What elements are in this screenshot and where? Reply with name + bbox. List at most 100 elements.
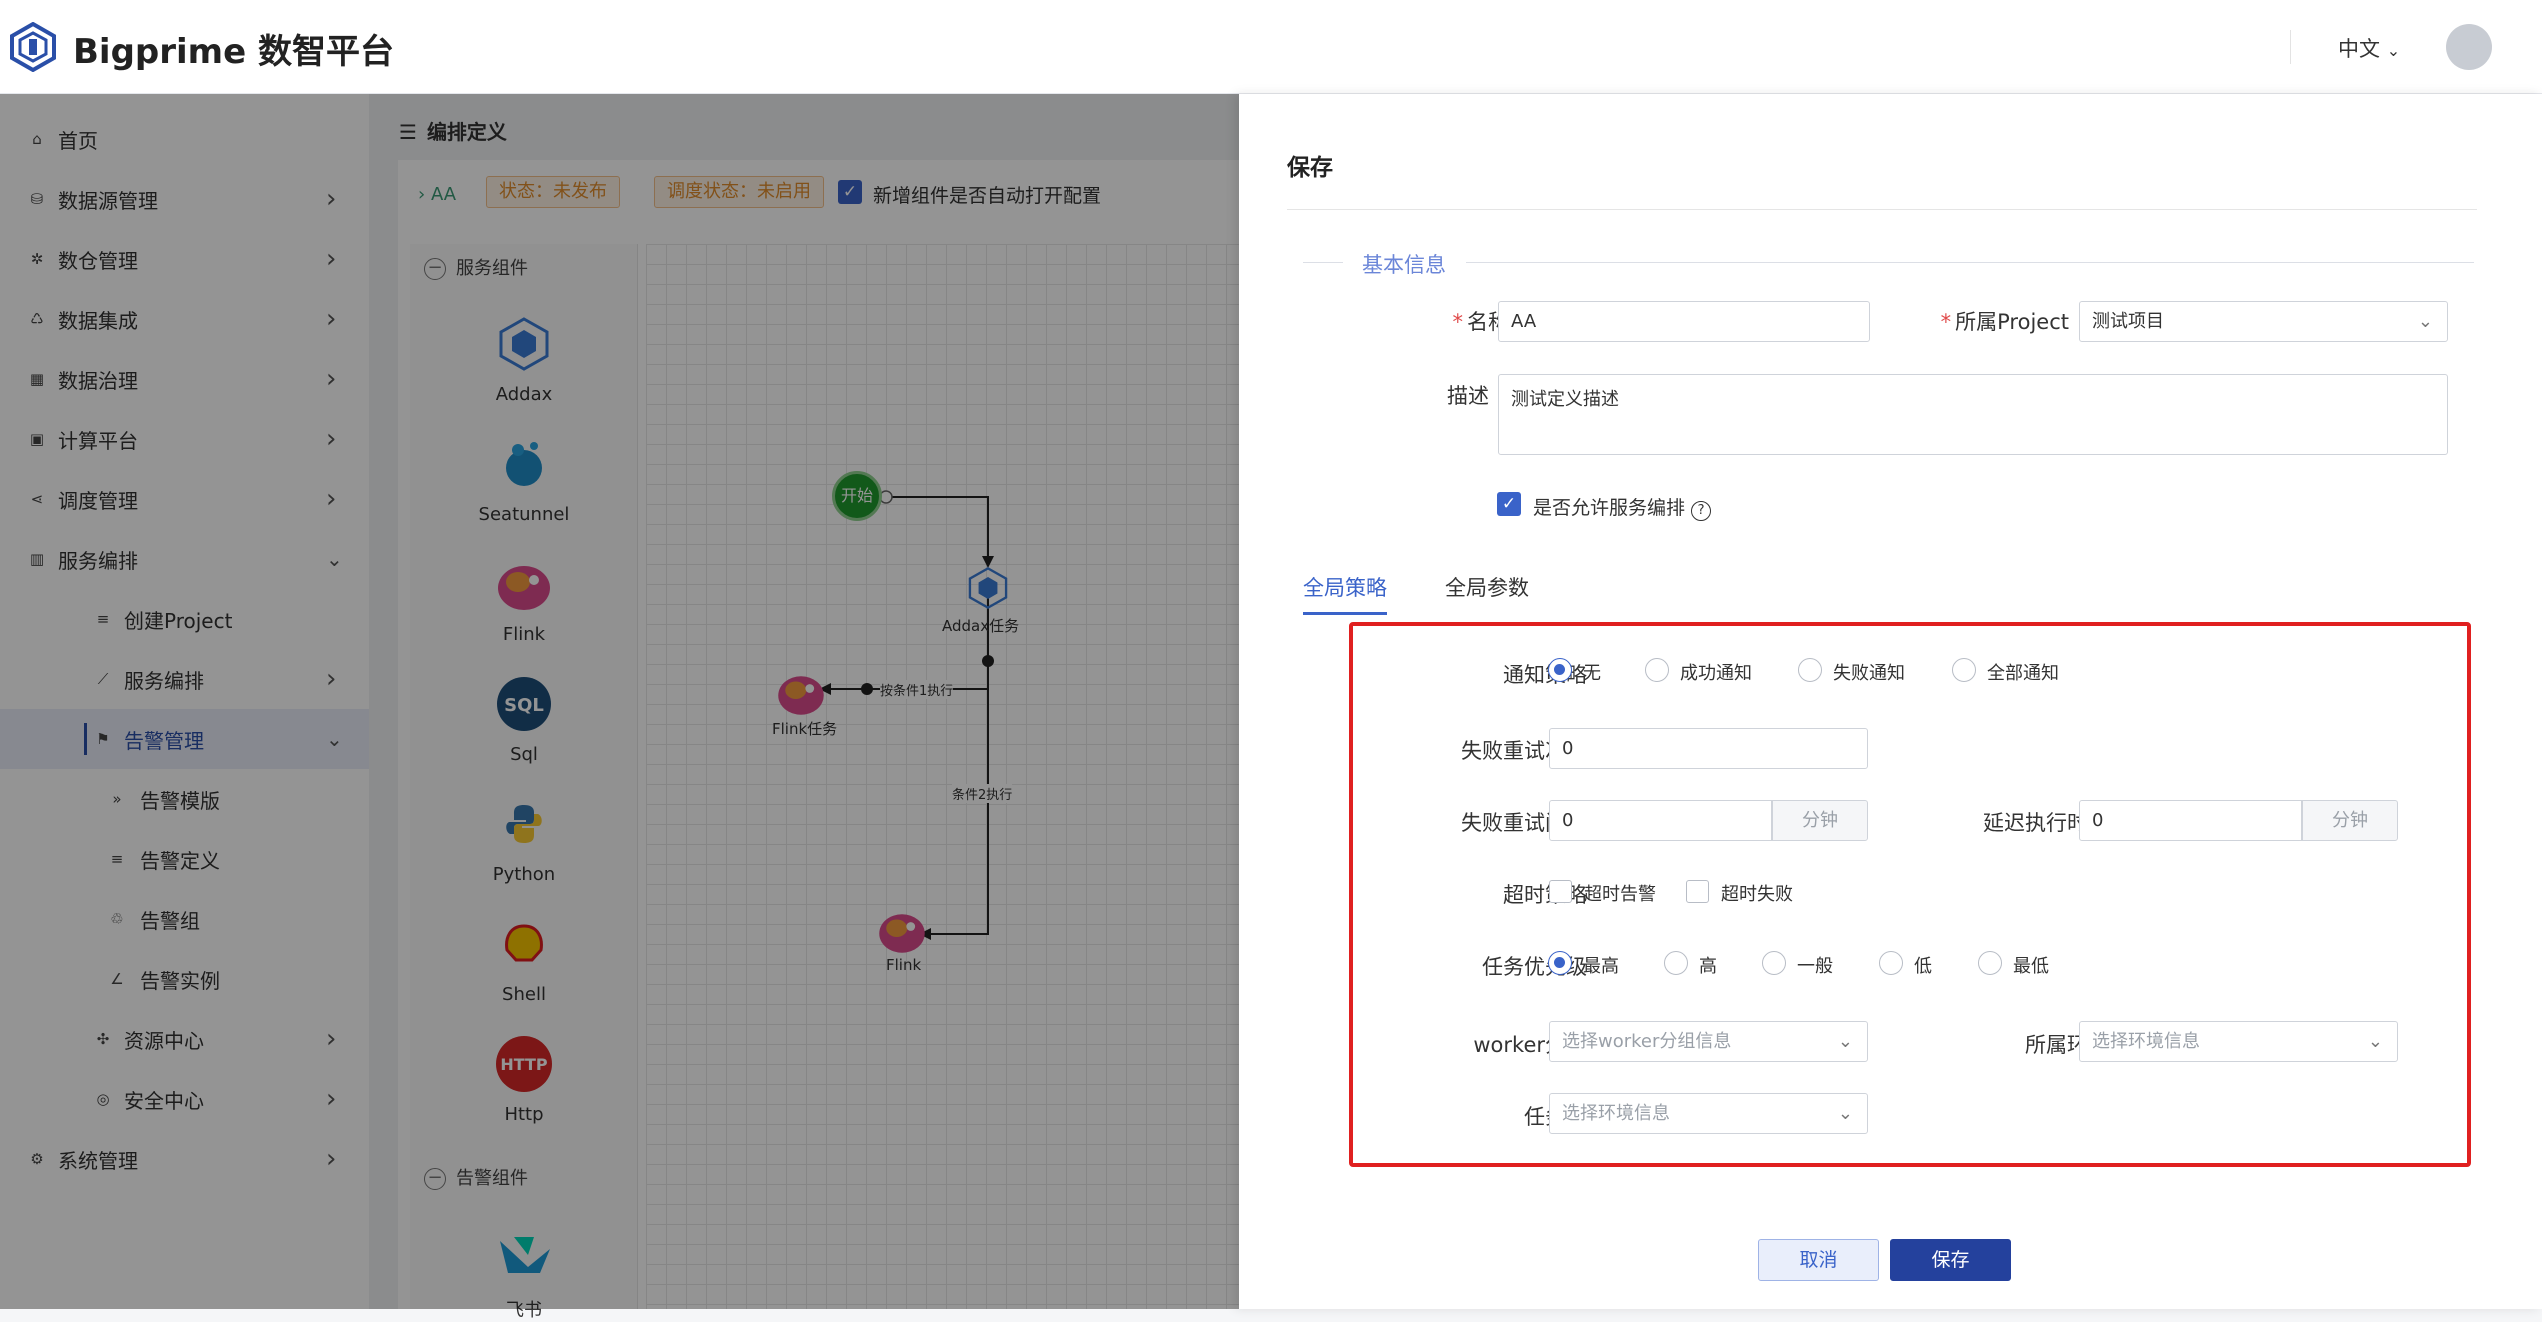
sidebar-item-label: 服务编排 [124,668,204,693]
sidebar-item-alert-instance[interactable]: ∠ 告警实例 [0,949,369,1009]
feishu-icon [492,1224,556,1288]
flink-node-icon[interactable] [874,902,930,958]
timeout-label: 超时策略 [1503,883,1587,907]
project-select[interactable]: 测试项目⌄ [2079,301,2448,342]
sidebar-item-system[interactable]: ⚙ 系统管理 › [0,1129,369,1189]
env-select[interactable]: 选择环境信息⌄ [2079,1021,2398,1062]
sidebar-item-compute[interactable]: ▣ 计算平台 › [0,409,369,469]
retry-interval-input[interactable]: 0 [1549,800,1772,841]
sidebar-item-alert-group[interactable]: ♲ 告警组 [0,889,369,949]
priority-radio-low[interactable] [1879,951,1903,975]
sidebar-item-schedule[interactable]: ⋖ 调度管理 › [0,469,369,529]
sidebar-item-label: 首页 [58,128,98,153]
component-python[interactable]: Python [454,792,594,885]
sidebar-item-alert-management[interactable]: ⚑ 告警管理 ⌄ [0,709,369,769]
name-input[interactable]: AA [1498,301,1870,342]
outline-icon: ☰ [399,120,417,144]
notify-option-label: 失败通知 [1833,663,1905,684]
start-node[interactable]: 开始 [832,471,882,521]
notify-label: 通知策略 [1503,663,1587,687]
sidebar-item-label: 创建Project [124,608,233,633]
tab-global-params[interactable]: 全局参数 [1445,576,1529,600]
chevron-right-icon: › [326,1084,337,1114]
notify-radio-none[interactable] [1548,658,1572,682]
compute-icon: ▣ [29,430,45,448]
component-shell[interactable]: Shell [454,912,594,1005]
component-addax[interactable]: Addax [454,312,594,405]
addax-node-icon[interactable] [966,566,1010,610]
tab-global-strategy[interactable]: 全局策略 [1303,576,1387,600]
sidebar-item-warehouse[interactable]: ✲ 数仓管理 › [0,229,369,289]
component-http[interactable]: HTTP Http [454,1032,594,1125]
alert-group-header[interactable]: −告警组件 [424,1164,528,1190]
notify-radio-success[interactable] [1645,658,1669,682]
language-label: 中文 [2338,37,2380,61]
addax-icon [492,312,556,376]
sidebar-item-datasource[interactable]: ⛁ 数据源管理 › [0,169,369,229]
sidebar-item-home[interactable]: ⌂ 首页 [0,109,369,169]
modal-overlay[interactable] [0,94,1239,1309]
cancel-button[interactable]: 取消 [1758,1239,1879,1281]
timeout-fail-checkbox[interactable] [1686,880,1709,903]
component-label: Seatunnel [478,504,570,525]
sidebar-item-alert-definition[interactable]: ≡ 告警定义 [0,829,369,889]
timeout-alert-checkbox[interactable] [1549,880,1572,903]
chevron-right-icon: › [326,304,337,334]
priority-radio-lowest[interactable] [1978,951,2002,975]
sidebar-item-orchestration[interactable]: ▥ 服务编排 ⌄ [0,529,369,589]
notify-option-label: 成功通知 [1680,663,1752,684]
taskgroup-select[interactable]: 选择环境信息⌄ [1549,1093,1868,1134]
notify-radio-failure[interactable] [1798,658,1822,682]
service-group-header[interactable]: −服务组件 [424,254,528,280]
sidebar-item-security-center[interactable]: ◎ 安全中心 › [0,1069,369,1129]
language-switch[interactable]: 中文 ⌄ [2338,33,2400,63]
pen-icon: ∠ [110,970,124,988]
sidebar-item-resource-center[interactable]: ✣ 资源中心 › [0,1009,369,1069]
double-chevron-icon: » [112,790,122,808]
app-title: Bigprime 数智平台 [73,32,394,72]
sidebar-item-create-project[interactable]: ≡ 创建Project [0,589,369,649]
priority-option-label: 最低 [2013,956,2049,977]
chevron-down-icon: ⌄ [1837,1031,1853,1052]
chevron-right-icon: › [326,1024,337,1054]
component-label: Http [504,1104,544,1125]
priority-radio-high[interactable] [1664,951,1688,975]
component-label: Addax [495,384,553,405]
drawer-divider [1287,209,2477,210]
notify-radio-all[interactable] [1952,658,1976,682]
desc-textarea[interactable]: 测试定义描述 [1498,374,2448,455]
flink-task-node-icon[interactable] [773,664,829,720]
chevron-right-icon: › [326,1144,337,1174]
bar-chart-icon: ▥ [29,550,45,568]
chevron-down-icon: ⌄ [326,727,343,751]
sidebar-item-governance[interactable]: ▦ 数据治理 › [0,349,369,409]
chevron-right-icon: › [326,424,337,454]
priority-option-label: 低 [1914,956,1932,977]
sidebar-item-label: 告警模版 [140,788,220,813]
save-button[interactable]: 保存 [1890,1239,2011,1281]
auto-open-checkbox[interactable]: ✓ [838,180,862,204]
collapse-icon: − [424,1168,446,1190]
component-seatunnel[interactable]: Seatunnel [454,432,594,525]
component-flink[interactable]: Flink [454,552,594,645]
sql-icon: SQL [492,672,556,736]
delay-input[interactable]: 0 [2079,800,2302,841]
chevron-right-icon: › [326,664,337,694]
sidebar-item-alert-template[interactable]: » 告警模版 [0,769,369,829]
sidebar-item-label: 数仓管理 [58,248,138,273]
avatar[interactable] [2446,24,2492,70]
sidebar-item-service-orchestration[interactable]: ⟋ 服务编排 › [0,649,369,709]
chevron-down-icon: ⌄ [2386,41,2401,60]
timeout-option-label: 超时失败 [1721,884,1793,905]
help-icon[interactable]: ? [1691,501,1712,521]
sidebar-item-integration[interactable]: ♺ 数据集成 › [0,289,369,349]
priority-radio-medium[interactable] [1762,951,1786,975]
priority-radio-highest[interactable] [1548,951,1572,975]
editor-toolbar: › AA 状态：未发布 调度状态：未启用 ✓ 新增组件是否自动打开配置 [398,160,1398,232]
breadcrumb[interactable]: › AA [418,184,457,205]
retry-count-input[interactable]: 0 [1549,728,1868,769]
component-sql[interactable]: SQL Sql [454,672,594,765]
chevron-down-icon: ⌄ [2417,311,2433,332]
allow-orchestration-checkbox[interactable]: ✓ [1497,492,1521,516]
worker-select[interactable]: 选择worker分组信息⌄ [1549,1021,1868,1062]
